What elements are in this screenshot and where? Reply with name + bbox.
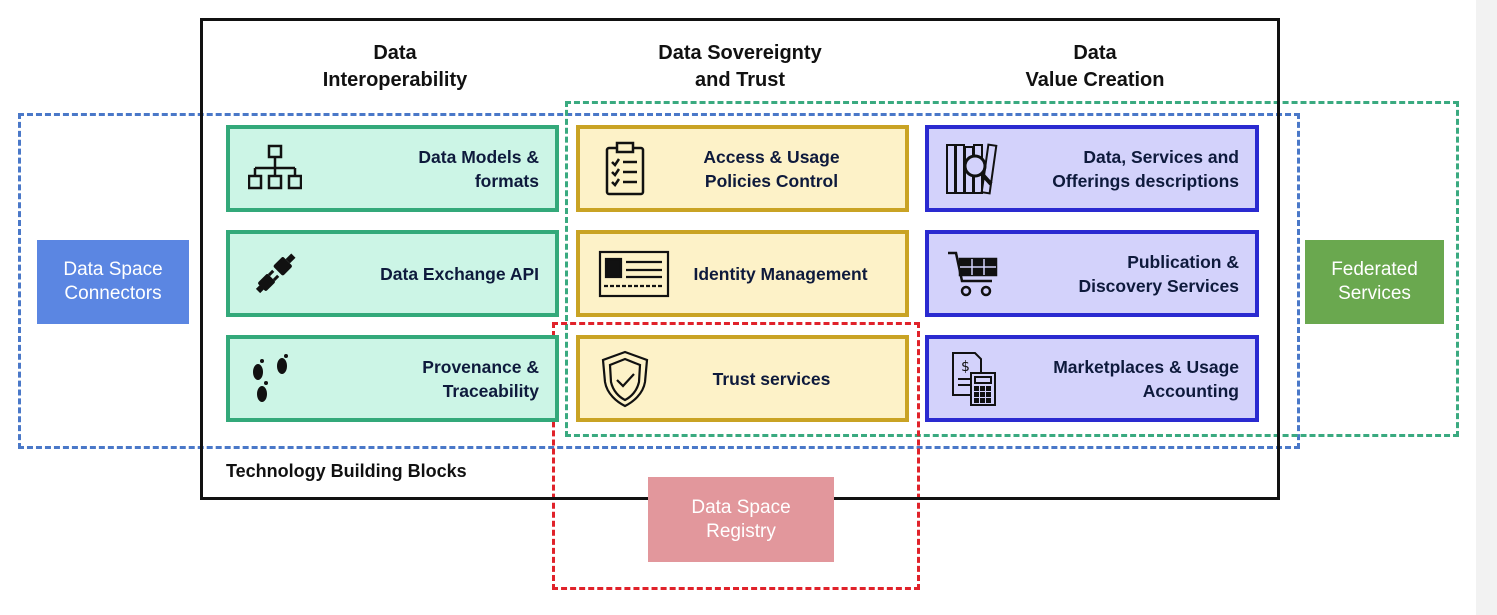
block-data-models: Data Models & formats: [226, 125, 559, 212]
scrollbar-track: [1476, 0, 1497, 615]
block-provenance: Provenance & Traceability: [226, 335, 559, 422]
block-label: Data Exchange API: [380, 263, 539, 284]
column-header-interoperability: Data Interoperability: [322, 42, 468, 91]
hierarchy-icon: [246, 140, 304, 198]
block-publication: Publication & Discovery Services: [925, 230, 1259, 317]
footprints-icon: [246, 350, 304, 408]
registry-region: [552, 322, 920, 590]
data-space-connectors-box: Data Space Connectors: [37, 240, 189, 324]
block-marketplaces: $ Marketplaces & Usage Accounting: [925, 335, 1259, 422]
block-label: Provenance & Traceability: [422, 356, 539, 401]
clipboard-icon: [596, 140, 654, 198]
shield-icon: [596, 350, 654, 408]
technology-building-blocks-label: Technology Building Blocks: [226, 461, 467, 481]
shopping-cart-icon: [945, 245, 1003, 303]
connectors-region: [18, 113, 1300, 449]
books-search-icon: [945, 140, 1003, 198]
data-space-registry-box: Data Space Registry: [648, 477, 834, 562]
federated-region: [565, 101, 1459, 437]
block-label: Data Models & formats: [418, 146, 539, 191]
block-descriptions: Data, Services and Offerings description…: [925, 125, 1259, 212]
id-card-icon: [596, 245, 672, 303]
column-header-value-creation: Data Value Creation: [1025, 42, 1165, 91]
block-label: Trust services: [712, 368, 831, 389]
block-label: Marketplaces & Usage Accounting: [1053, 356, 1239, 401]
column-header-sovereignty: Data Sovereignty and Trust: [658, 42, 822, 91]
block-identity: Identity Management: [576, 230, 909, 317]
calculator-icon: $: [945, 350, 1003, 408]
block-label: Identity Management: [693, 263, 868, 284]
block-access-usage: Access & Usage Policies Control: [576, 125, 909, 212]
block-data-exchange: Data Exchange API: [226, 230, 559, 317]
block-label: Data, Services and Offerings description…: [1052, 146, 1239, 191]
svg-text:$: $: [961, 359, 970, 375]
block-label: Publication & Discovery Services: [1078, 251, 1239, 296]
plug-icon: [246, 245, 304, 303]
federated-services-box: Federated Services: [1305, 240, 1444, 324]
block-trust-services: Trust services: [576, 335, 909, 422]
block-label: Access & Usage Policies Control: [703, 146, 840, 191]
